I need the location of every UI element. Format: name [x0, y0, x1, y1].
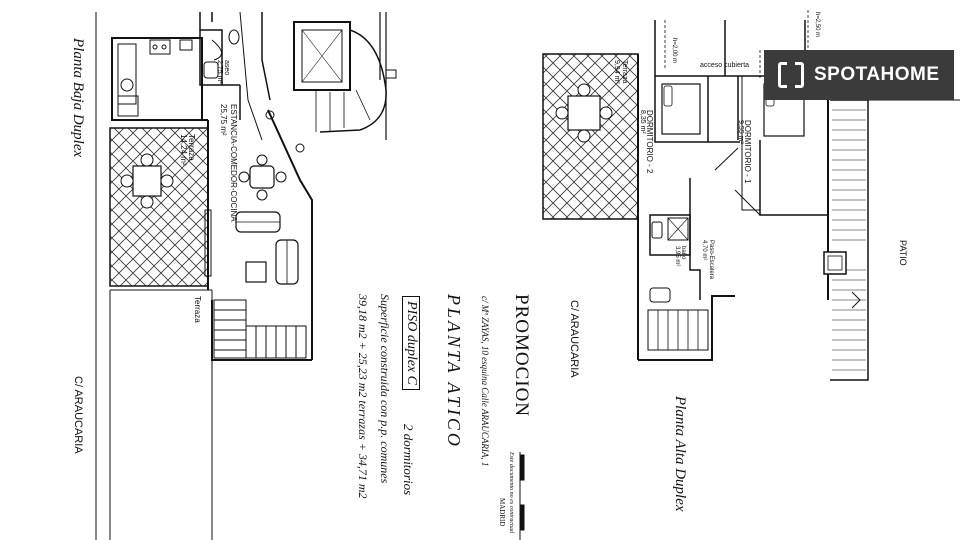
room-label-terraza-upper: Terraza [621, 60, 628, 84]
height-label-2: h=2,50 m [814, 12, 820, 38]
room-area-aseo: 2,75 m² [216, 60, 223, 84]
room-label-living: ESTANCIA-COMEDOR-COCINA [229, 104, 238, 222]
room-area-bano: 3,95 m² [674, 246, 680, 267]
ground-floor-title: Planta Baja Duplex [70, 38, 86, 158]
patio-label: PATIO [898, 240, 908, 266]
superficie-values: 39,18 m2 + 25,23 m2 terrazas + 34,71 m2 [356, 294, 370, 499]
room-area-dorm2: 8,35 m² [639, 110, 646, 134]
upper-floor-title: Planta Alta Duplex [672, 396, 688, 512]
upper-floor-plan [542, 10, 960, 381]
room-label-dorm1: DORMITORIO - 1 [743, 120, 752, 184]
street-label-left: C/ ARAUCARIA [72, 376, 84, 454]
planta-title: PLANTA ATICO [444, 294, 464, 449]
acceso-cubierta: acceso cubierta [700, 62, 750, 69]
spotahome-badge[interactable]: SPOTAHOME [764, 50, 954, 100]
room-label-bano: baño [680, 246, 686, 260]
terrace-label: Terraza [193, 296, 202, 323]
city-label: MADRID [498, 498, 506, 527]
superficie-label: Superficie construida con p.p. comunes [378, 294, 392, 484]
document-note: Este documento no es contractual [508, 452, 514, 534]
street-label-center: C/ ARAUCARIA [568, 300, 580, 378]
room-label-aseo: aseo [223, 60, 230, 76]
scale-bar [519, 452, 525, 540]
room-label-dorm2: DORMITORIO - 2 [645, 110, 654, 174]
room-label-terraza: Terraza [187, 134, 196, 161]
room-label-paso: Paso-Escalera [708, 240, 714, 280]
room-area-dorm1: 9,55 m² [737, 120, 744, 144]
room-area-paso: 4,70 m² [701, 240, 707, 261]
height-label-1: h=2,00 m [671, 38, 677, 64]
room-area-terraza-upper: 9,94 m² [613, 60, 620, 84]
ground-floor-plan [95, 11, 397, 540]
spotahome-logo-icon [778, 62, 804, 88]
piso-label: PISO duplex C [402, 296, 420, 390]
room-area-terraza: 14,24 m² [179, 134, 188, 166]
room-area-living: 25,75 m² [219, 104, 228, 136]
dormitorios-label: 2 dormitorios [401, 424, 416, 496]
promocion-address: c/ Mª ZAYAS, 10 esquina Calle ARAUCARIA,… [480, 296, 490, 467]
promocion-title: PROMOCION [511, 294, 532, 418]
brand-name: SPOTAHOME [814, 64, 940, 85]
